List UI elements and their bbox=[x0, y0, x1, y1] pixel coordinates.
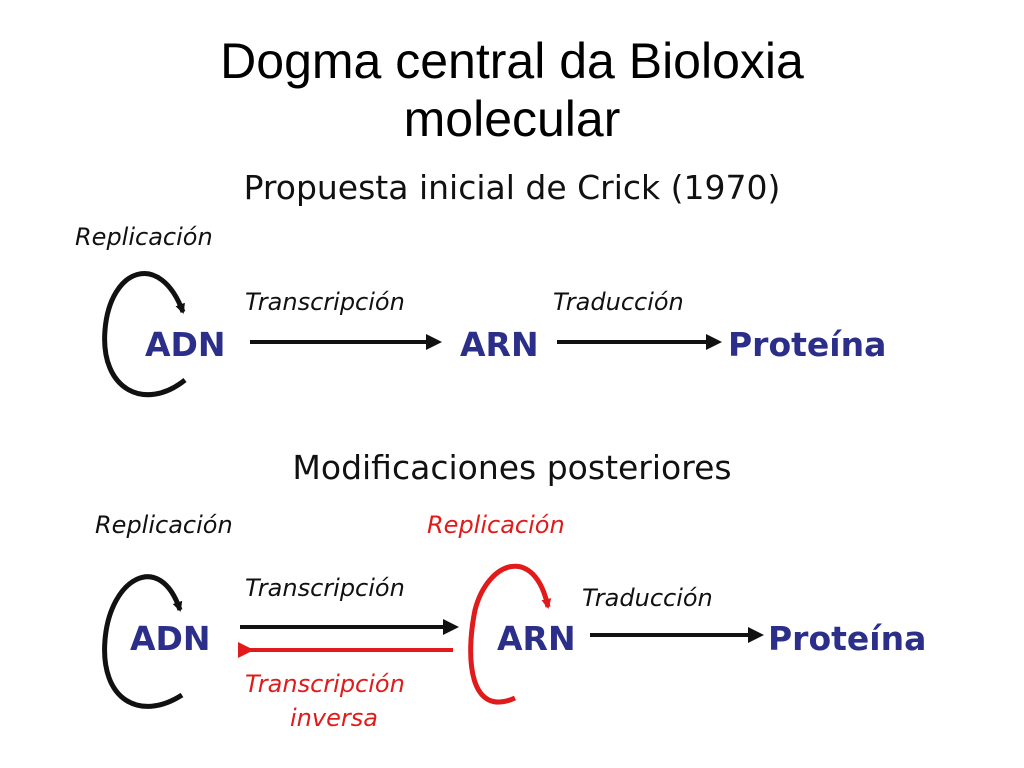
translation-label-bottom: Traducción bbox=[582, 584, 713, 612]
reverse-transcription-label-line1: Transcripción bbox=[245, 670, 405, 698]
slide-title: Dogma central da Bioloxia molecular bbox=[0, 32, 1024, 148]
rna-replication-label-bottom: Replicación bbox=[427, 511, 565, 539]
rna-replication-loop-bottom bbox=[468, 563, 552, 705]
dna-node-bottom: ADN bbox=[130, 619, 211, 658]
initial-proposal-heading: Propuesta inicial de Crick (1970) bbox=[243, 168, 781, 207]
slide-title-line1: Dogma central da Bioloxia bbox=[220, 33, 804, 89]
replication-label-top: Replicación bbox=[75, 223, 213, 251]
protein-node-top: Proteína bbox=[728, 325, 886, 364]
translation-label-top: Traducción bbox=[553, 288, 684, 316]
dna-node-top: ADN bbox=[145, 325, 226, 364]
dna-replication-loop-bottom bbox=[102, 574, 184, 709]
transcription-label-top: Transcripción bbox=[245, 288, 405, 316]
rna-node-bottom: ARN bbox=[497, 619, 576, 658]
replication-label-bottom: Replicación bbox=[95, 511, 233, 539]
dna-replication-loop-top bbox=[102, 271, 187, 398]
slide-title-line2: molecular bbox=[403, 91, 621, 147]
rna-node-top: ARN bbox=[460, 325, 539, 364]
transcription-label-bottom: Transcripción bbox=[245, 574, 405, 602]
later-modifications-heading: Modificaciones posteriores bbox=[292, 448, 732, 487]
protein-node-bottom: Proteína bbox=[768, 619, 926, 658]
reverse-transcription-label-line2: inversa bbox=[290, 704, 378, 732]
